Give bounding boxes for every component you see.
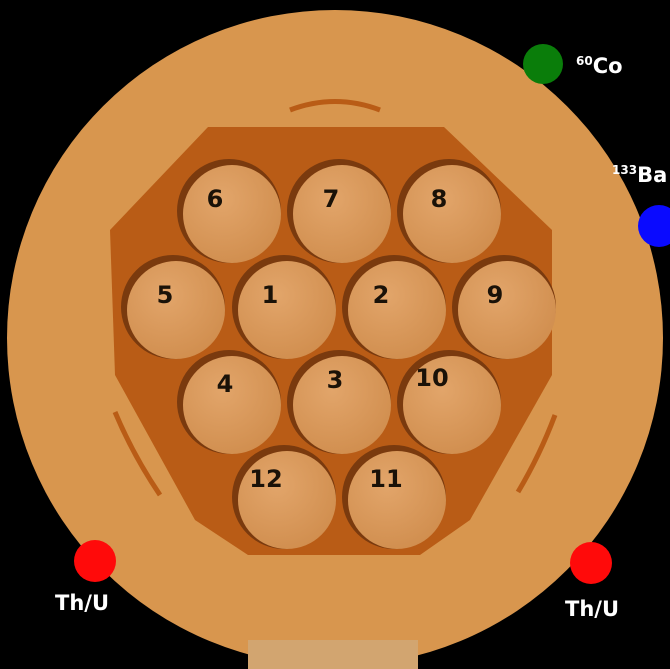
thu-right-source-label: Th/U <box>565 597 619 621</box>
thu-right-source-dot <box>570 542 612 584</box>
crystal-6: 6 <box>177 159 281 263</box>
co60-source-dot <box>523 44 563 84</box>
crystal-label: 2 <box>373 281 390 309</box>
ba133-source-dot <box>638 205 670 247</box>
co60-element: Co <box>593 54 623 78</box>
thu-left-source-dot <box>74 540 116 582</box>
crystal-9: 9 <box>452 255 556 359</box>
co60-mass: 60 <box>576 54 593 68</box>
crystal-11: 11 <box>342 445 446 549</box>
crystal-label: 4 <box>217 370 234 398</box>
crystal-5: 5 <box>121 255 225 359</box>
crystal-label: 11 <box>369 465 402 493</box>
co60-source-label: 60Co <box>576 54 623 78</box>
crystal-label: 8 <box>431 185 448 213</box>
crystal-label: 1 <box>262 281 279 309</box>
crystal-7: 7 <box>287 159 391 263</box>
ba133-mass: 133 <box>612 163 637 177</box>
crystal-12: 12 <box>232 445 336 549</box>
crystal-label: 6 <box>207 185 224 213</box>
crystal-label: 5 <box>157 281 174 309</box>
crystal-array: 6 7 8 5 1 2 9 <box>121 159 556 549</box>
crystal-2: 2 <box>342 255 446 359</box>
ba133-source-label: 133Ba <box>612 163 667 187</box>
crystal-label: 10 <box>415 364 448 392</box>
left-arc-segment <box>112 411 163 497</box>
crystal-8: 8 <box>397 159 501 263</box>
support-post <box>248 640 418 669</box>
right-arc-segment <box>515 414 558 494</box>
crystal-label: 12 <box>249 465 282 493</box>
thu-left-source-label: Th/U <box>55 591 109 615</box>
crystal-10: 10 <box>397 350 501 454</box>
ba133-element: Ba <box>637 163 667 187</box>
top-arc-segment <box>289 99 381 113</box>
crystal-4: 4 <box>177 350 281 454</box>
crystal-1: 1 <box>232 255 336 359</box>
crystal-label: 7 <box>323 185 340 213</box>
crystal-3: 3 <box>287 350 391 454</box>
crystal-label: 9 <box>487 281 504 309</box>
crystal-label: 3 <box>327 366 344 394</box>
